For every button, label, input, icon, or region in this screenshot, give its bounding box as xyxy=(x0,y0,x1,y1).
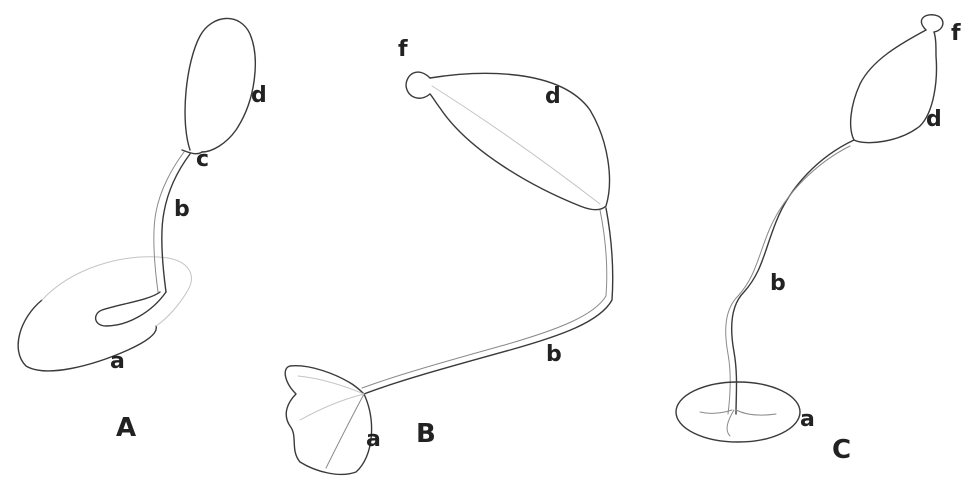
figure-b-label-b: b xyxy=(546,342,562,367)
figure-a-inner-curl xyxy=(96,292,166,326)
figure-c-root-2 xyxy=(736,410,776,415)
figure-a-stalk-b xyxy=(162,154,190,292)
figure-a: d c b a A xyxy=(18,18,267,443)
figure-b-caption: B xyxy=(416,419,436,449)
figure-a-stalk-b-inner xyxy=(154,152,184,292)
figure-c-cap-f xyxy=(921,15,943,32)
figure-b-label-d: d xyxy=(545,84,561,109)
figure-a-label-a: a xyxy=(110,349,125,374)
figure-a-capsule-d xyxy=(185,18,255,152)
figure-c-stalk-b xyxy=(732,140,854,414)
figure-b-capsule-edge xyxy=(432,86,600,204)
figure-b-capsule-d xyxy=(430,73,609,209)
figure-b-leaf-vein-2 xyxy=(300,394,364,420)
figure-c-disc-a xyxy=(676,382,800,442)
figure-c-stalk-b-inner xyxy=(726,146,850,414)
figure-b-cap-f xyxy=(406,72,430,98)
figure-a-label-c: c xyxy=(196,147,209,172)
figure-b-label-a: a xyxy=(366,427,381,452)
figure-c-label-f: f xyxy=(951,21,961,46)
figure-a-label-d: d xyxy=(251,83,267,108)
figure-a-caption: A xyxy=(116,413,136,443)
figure-c-label-a: a xyxy=(800,407,815,432)
figure-c: f d b a C xyxy=(676,15,961,465)
figure-a-part-a-faint-edge xyxy=(42,257,191,326)
figure-c-root-3 xyxy=(700,410,732,413)
figure-b-stalk-b-inner xyxy=(362,210,607,388)
figure-c-caption: C xyxy=(832,435,851,465)
figure-b: f d b a B xyxy=(285,37,613,474)
figure-a-label-b: b xyxy=(174,197,190,222)
figure-c-label-d: d xyxy=(926,107,942,132)
figure-b-stalk-b xyxy=(364,208,613,394)
figure-b-label-f: f xyxy=(398,37,408,62)
figure-a-part-a-outline xyxy=(18,300,156,371)
figure-c-label-b: b xyxy=(770,271,786,296)
figure-c-capsule-d xyxy=(851,30,937,143)
